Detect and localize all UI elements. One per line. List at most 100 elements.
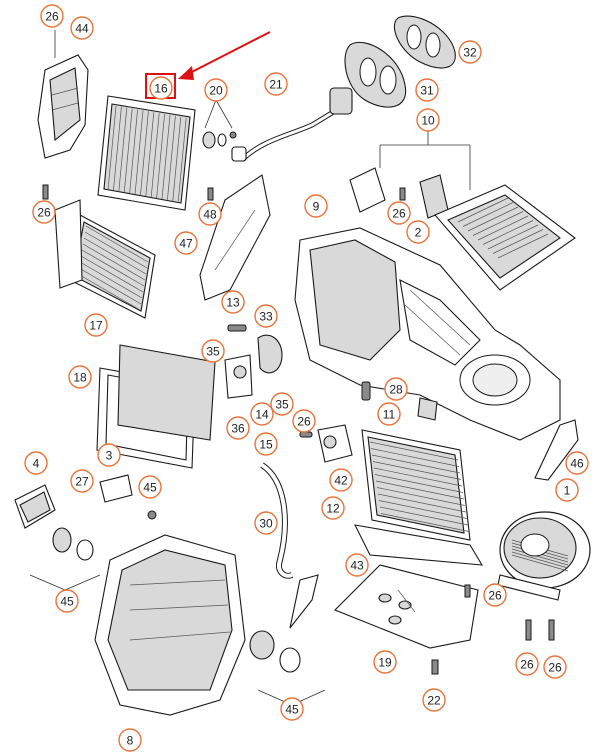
callout-13: 13	[221, 290, 245, 314]
callout-label: 9	[313, 200, 320, 214]
callout-31: 31	[415, 78, 439, 102]
callout-circle	[254, 511, 278, 535]
callout-circle	[226, 416, 250, 440]
bolts	[42, 184, 555, 675]
callout-circle	[384, 377, 408, 401]
callout-circle	[55, 589, 79, 613]
clamps-part-45-lower	[249, 574, 326, 706]
lower-housing-part-8	[94, 534, 246, 716]
callout-label: 21	[269, 78, 283, 92]
callout-circle	[149, 76, 173, 100]
callout-circle	[201, 339, 225, 363]
callout-22: 22	[422, 688, 446, 712]
callout-label: 26	[548, 661, 562, 675]
callout-9: 9	[304, 194, 328, 218]
callout-label: 45	[60, 595, 74, 609]
callout-label: 45	[143, 481, 157, 495]
blower-motor-part-1	[497, 511, 591, 601]
callout-18: 18	[68, 365, 92, 389]
callout-label: 47	[179, 237, 193, 251]
callout-circle	[555, 478, 579, 502]
callout-43: 43	[345, 553, 369, 577]
callout-26: 26	[543, 655, 567, 679]
callout-36: 36	[226, 416, 250, 440]
callout-label: 22	[427, 694, 441, 708]
heater-core-part-17	[54, 199, 156, 319]
callout-circle	[32, 200, 56, 224]
callout-12: 12	[321, 496, 345, 520]
callout-26: 26	[483, 583, 507, 607]
callout-2: 2	[406, 220, 430, 244]
bracket-part-47	[199, 174, 271, 301]
callout-circle	[254, 432, 278, 456]
callout-label: 44	[75, 22, 89, 36]
callout-circle	[565, 451, 589, 475]
callout-label: 26	[297, 415, 311, 429]
callout-circle	[174, 231, 198, 255]
cover-plate-part-43	[354, 524, 484, 566]
callout-label: 20	[209, 84, 223, 98]
seal-part-31	[344, 41, 407, 108]
small-parts-13-14-33-35	[224, 324, 283, 399]
callout-label: 42	[334, 474, 348, 488]
callout-label: 26	[45, 10, 59, 24]
callout-label: 32	[463, 46, 477, 60]
callout-circle	[118, 728, 142, 752]
callout-label: 46	[570, 457, 584, 471]
callout-circle	[415, 78, 439, 102]
callout-label: 4	[33, 457, 40, 471]
callout-circle	[221, 290, 245, 314]
tray-part-19	[334, 564, 479, 649]
callout-circle	[254, 304, 278, 328]
callout-label: 35	[206, 345, 220, 359]
callout-26: 26	[292, 409, 316, 433]
callout-4: 4	[24, 451, 48, 475]
callout-circle	[373, 650, 397, 674]
callout-circle	[416, 108, 440, 132]
callout-label: 45	[285, 703, 299, 717]
callout-45: 45	[138, 475, 162, 499]
callout-circle	[329, 468, 353, 492]
callout-label: 27	[75, 475, 89, 489]
callout-label: 11	[383, 408, 396, 422]
callout-47: 47	[174, 231, 198, 255]
drain-hose-part-30	[260, 462, 294, 579]
callout-35: 35	[270, 392, 294, 416]
callout-circle	[515, 652, 539, 676]
callout-15: 15	[254, 432, 278, 456]
callout-label: 19	[378, 656, 392, 670]
callout-11: 11	[377, 402, 401, 426]
callout-label: 1	[564, 484, 571, 498]
callout-label: 13	[226, 296, 240, 310]
callout-label: 33	[259, 310, 273, 324]
callout-circle	[138, 475, 162, 499]
callout-circle	[198, 202, 222, 226]
callout-circle	[280, 697, 304, 721]
heater-housing-part-9	[294, 227, 561, 441]
callout-label: 15	[259, 438, 273, 452]
callout-circle	[270, 392, 294, 416]
callout-32: 32	[458, 40, 482, 64]
evaporator-core-part-16	[97, 95, 196, 211]
callout-circle	[321, 496, 345, 520]
seal-part-32	[393, 15, 456, 69]
callout-35: 35	[201, 339, 225, 363]
callout-label: 2	[415, 226, 422, 240]
cabin-filter-part-12	[361, 429, 471, 541]
refrigerant-pipes-part-21	[231, 87, 353, 162]
callout-3: 3	[97, 443, 121, 467]
callout-label: 17	[89, 319, 103, 333]
callout-19: 19	[373, 650, 397, 674]
filter-frame-part-18	[96, 344, 216, 469]
callout-44: 44	[70, 16, 94, 40]
callout-20: 20	[204, 78, 228, 102]
callout-30: 30	[254, 511, 278, 535]
callout-circle	[458, 40, 482, 64]
callout-label: 43	[350, 559, 364, 573]
callout-label: 36	[231, 422, 245, 436]
callout-label: 26	[488, 589, 502, 603]
callout-label: 12	[326, 502, 340, 516]
callout-28: 28	[384, 377, 408, 401]
